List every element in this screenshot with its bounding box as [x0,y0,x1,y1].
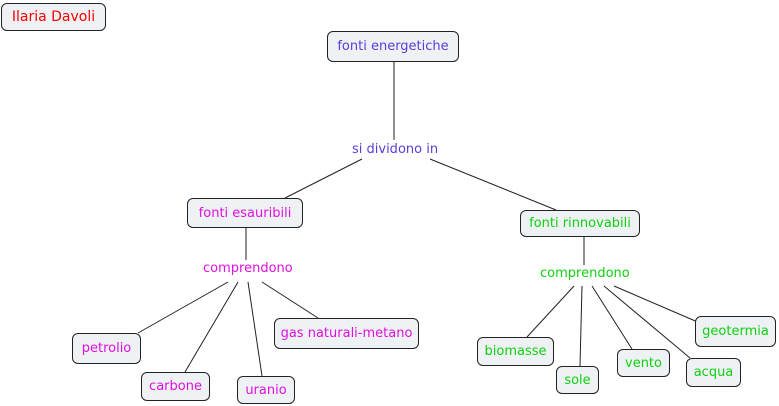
link-label-comprendono-esauribili: comprendono [201,261,295,276]
link-label-comprendono-rinnovabili: comprendono [538,266,632,281]
connector-to-acqua [603,285,691,359]
connector-to-carbone [184,281,239,373]
connector-split-to-exhaustible [284,158,363,199]
connector-to-vento [591,285,633,350]
node-biomasse[interactable]: biomasse [477,337,554,366]
node-carbone[interactable]: carbone [141,372,210,401]
connector-to-petrolio [137,281,229,334]
connector-to-biomasse [526,285,575,338]
node-uranio[interactable]: uranio [237,376,295,404]
node-petrolio[interactable]: petrolio [72,333,141,364]
connector-split-to-renewable [429,158,557,211]
node-vento[interactable]: vento [617,349,670,377]
connector-to-gas [261,281,319,319]
connector-to-uranio [247,281,263,377]
connector-to-geotermia [613,285,701,324]
node-sole[interactable]: sole [556,366,599,394]
node-geotermia[interactable]: geotermia [695,316,776,347]
connector-to-sole [579,285,583,367]
node-fonti-rinnovabili[interactable]: fonti rinnovabili [520,210,640,237]
author-label: Ilaria Davoli [1,3,106,31]
node-fonti-energetiche[interactable]: fonti energetiche [327,31,459,62]
link-label-si-dividono-in: si dividono in [350,142,441,157]
node-acqua[interactable]: acqua [686,358,741,387]
node-fonti-esauribili[interactable]: fonti esauribili [187,198,303,228]
node-gas-naturali-metano[interactable]: gas naturali-metano [274,318,419,349]
